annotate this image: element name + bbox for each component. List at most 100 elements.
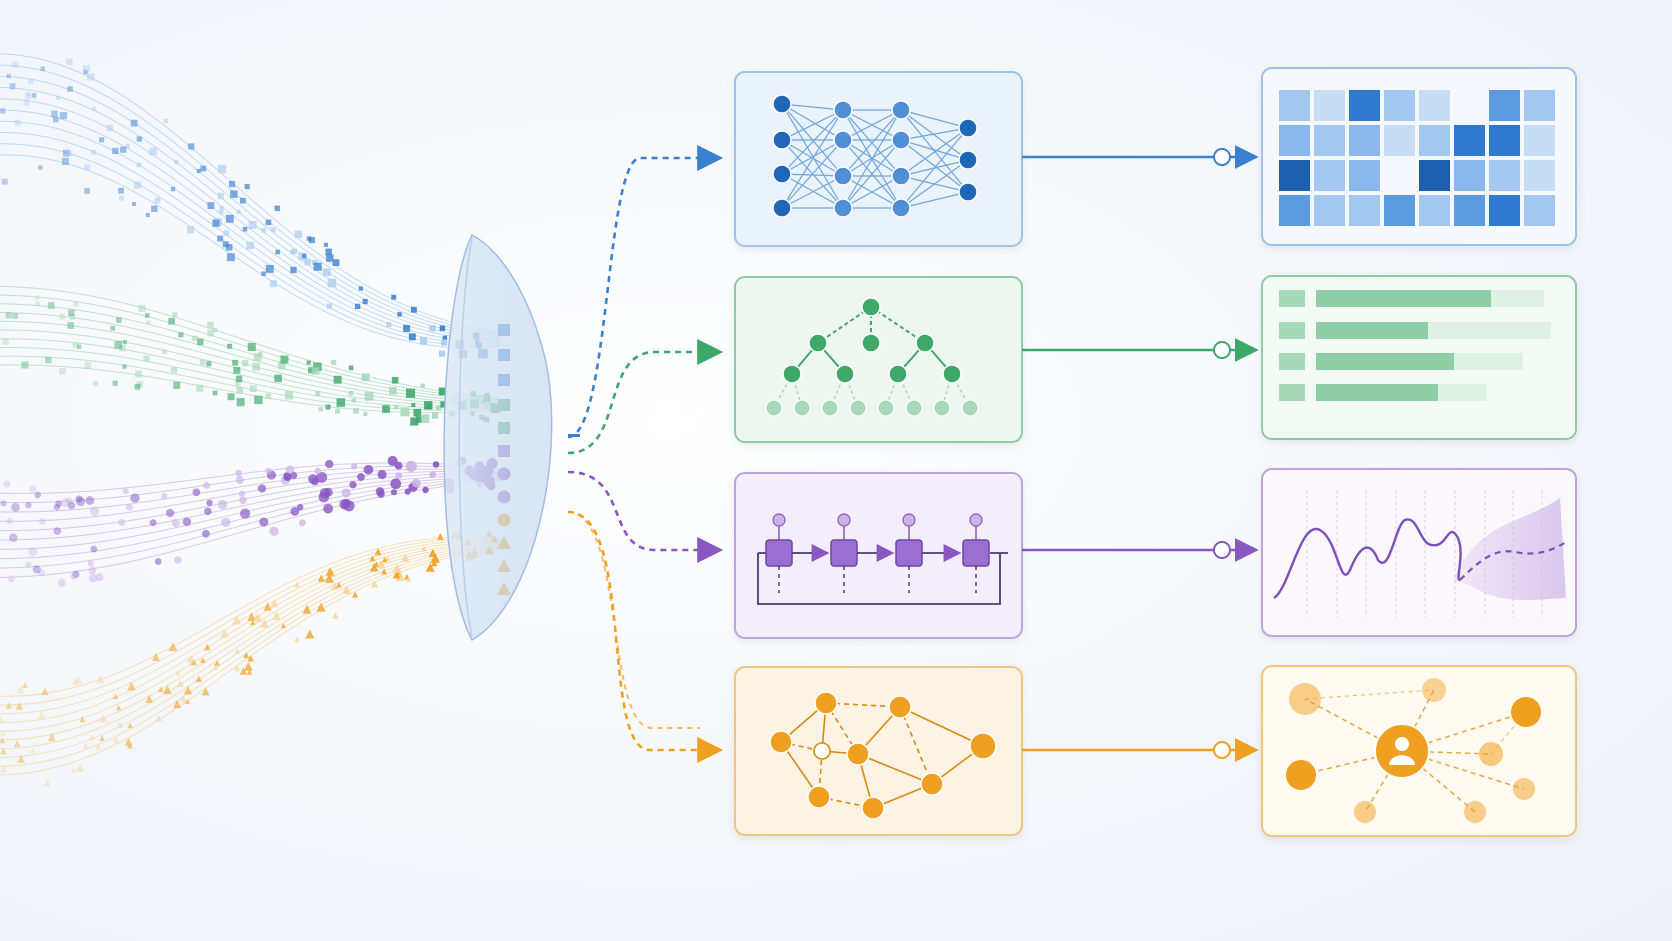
particle-square (322, 268, 331, 277)
heatmap-cell (1314, 125, 1345, 156)
particle-triangle (145, 695, 153, 703)
particle-square (38, 165, 43, 170)
particle-square (14, 119, 21, 126)
particle-square (327, 278, 337, 288)
particle-square (325, 248, 332, 256)
particle-square (92, 106, 97, 112)
heatmap-cell (1454, 160, 1485, 191)
particle-square (290, 266, 297, 274)
particle-square (247, 342, 256, 351)
particle-square (76, 344, 82, 349)
tree-node (861, 297, 881, 317)
particle-circle (387, 455, 398, 467)
particle-square (196, 168, 201, 173)
heatmap-cell (1454, 195, 1485, 226)
particle-triangle (342, 585, 352, 595)
particle-square (323, 242, 329, 247)
particle-square (12, 313, 19, 319)
particle-square (291, 248, 298, 255)
particle-triangle (381, 568, 388, 575)
heatmap-cell (1524, 90, 1555, 121)
particle-triangle (40, 687, 49, 696)
particle-square (246, 241, 254, 250)
particle-triangle (162, 685, 172, 695)
particle-square (254, 395, 263, 405)
particle-triangle (112, 736, 119, 743)
particle-square (192, 335, 198, 342)
particle-square (217, 192, 224, 200)
particle-square (200, 165, 207, 172)
particle-square (130, 119, 138, 127)
particle-square (59, 367, 66, 375)
particle-square (252, 362, 261, 371)
nn-node (833, 166, 853, 186)
nn-node (891, 198, 911, 218)
particle-square (135, 370, 143, 378)
particle-square (275, 249, 281, 255)
particle-triangle (0, 729, 7, 737)
particle-circle (316, 471, 328, 483)
particle-triangle (395, 571, 406, 582)
particle-triangle (280, 622, 286, 629)
tree-leaf (821, 399, 839, 417)
particle-square (440, 401, 447, 408)
particle-square (112, 380, 118, 386)
particle-circle (125, 503, 133, 511)
particle-circle (9, 533, 18, 543)
particle-triangle (37, 710, 46, 719)
particle-square (361, 373, 370, 382)
particle-circle (432, 461, 440, 468)
particle-triangle (437, 533, 444, 540)
particle-square (133, 181, 142, 189)
heatmap-cell (1349, 125, 1380, 156)
nn-node (958, 182, 978, 202)
particle-square (145, 313, 150, 318)
particle-square (178, 332, 184, 338)
user-body (1389, 755, 1415, 765)
particle-triangle (200, 657, 206, 663)
particle-triangle (317, 574, 325, 582)
particle-circle (85, 496, 95, 505)
particle-circle (325, 459, 334, 469)
particle-triangle (325, 567, 335, 576)
particle-triangle (294, 636, 300, 643)
particle-square (168, 317, 176, 325)
particle-square (358, 286, 363, 291)
particle-square (125, 143, 130, 149)
particle-square (84, 361, 92, 369)
connector-green (567, 339, 724, 455)
particle-square (265, 393, 271, 399)
particle-square (400, 407, 410, 417)
forecast-prediction-line (1459, 541, 1567, 581)
particle-square (110, 325, 116, 331)
particle-square (163, 118, 168, 123)
particle-circle (53, 503, 61, 511)
network-node (1289, 683, 1321, 715)
particle-circle (404, 488, 411, 495)
particle-square (91, 149, 96, 155)
particle-square (242, 227, 248, 232)
ranked-bars-icon (1279, 290, 1551, 401)
heatmap-cell (1349, 90, 1380, 121)
particle-triangle (233, 664, 241, 672)
particle-square (348, 390, 354, 396)
graph-node (814, 691, 838, 715)
particle-square (250, 385, 257, 392)
particle-square (151, 205, 158, 212)
connector-purple (567, 470, 724, 563)
particle-triangle (214, 659, 220, 666)
nn-node (772, 198, 792, 218)
particle-square (304, 259, 311, 266)
particle-square (196, 384, 204, 392)
particle-square (438, 350, 446, 357)
particle-square (326, 254, 334, 262)
nn-node (833, 100, 853, 120)
particle-circle (53, 527, 62, 535)
rnn-output-node (969, 513, 983, 527)
particle-square (146, 320, 151, 325)
particle-circle (130, 493, 140, 503)
particle-square (348, 365, 354, 371)
particle-square (388, 386, 397, 395)
particle-circle (221, 517, 231, 528)
